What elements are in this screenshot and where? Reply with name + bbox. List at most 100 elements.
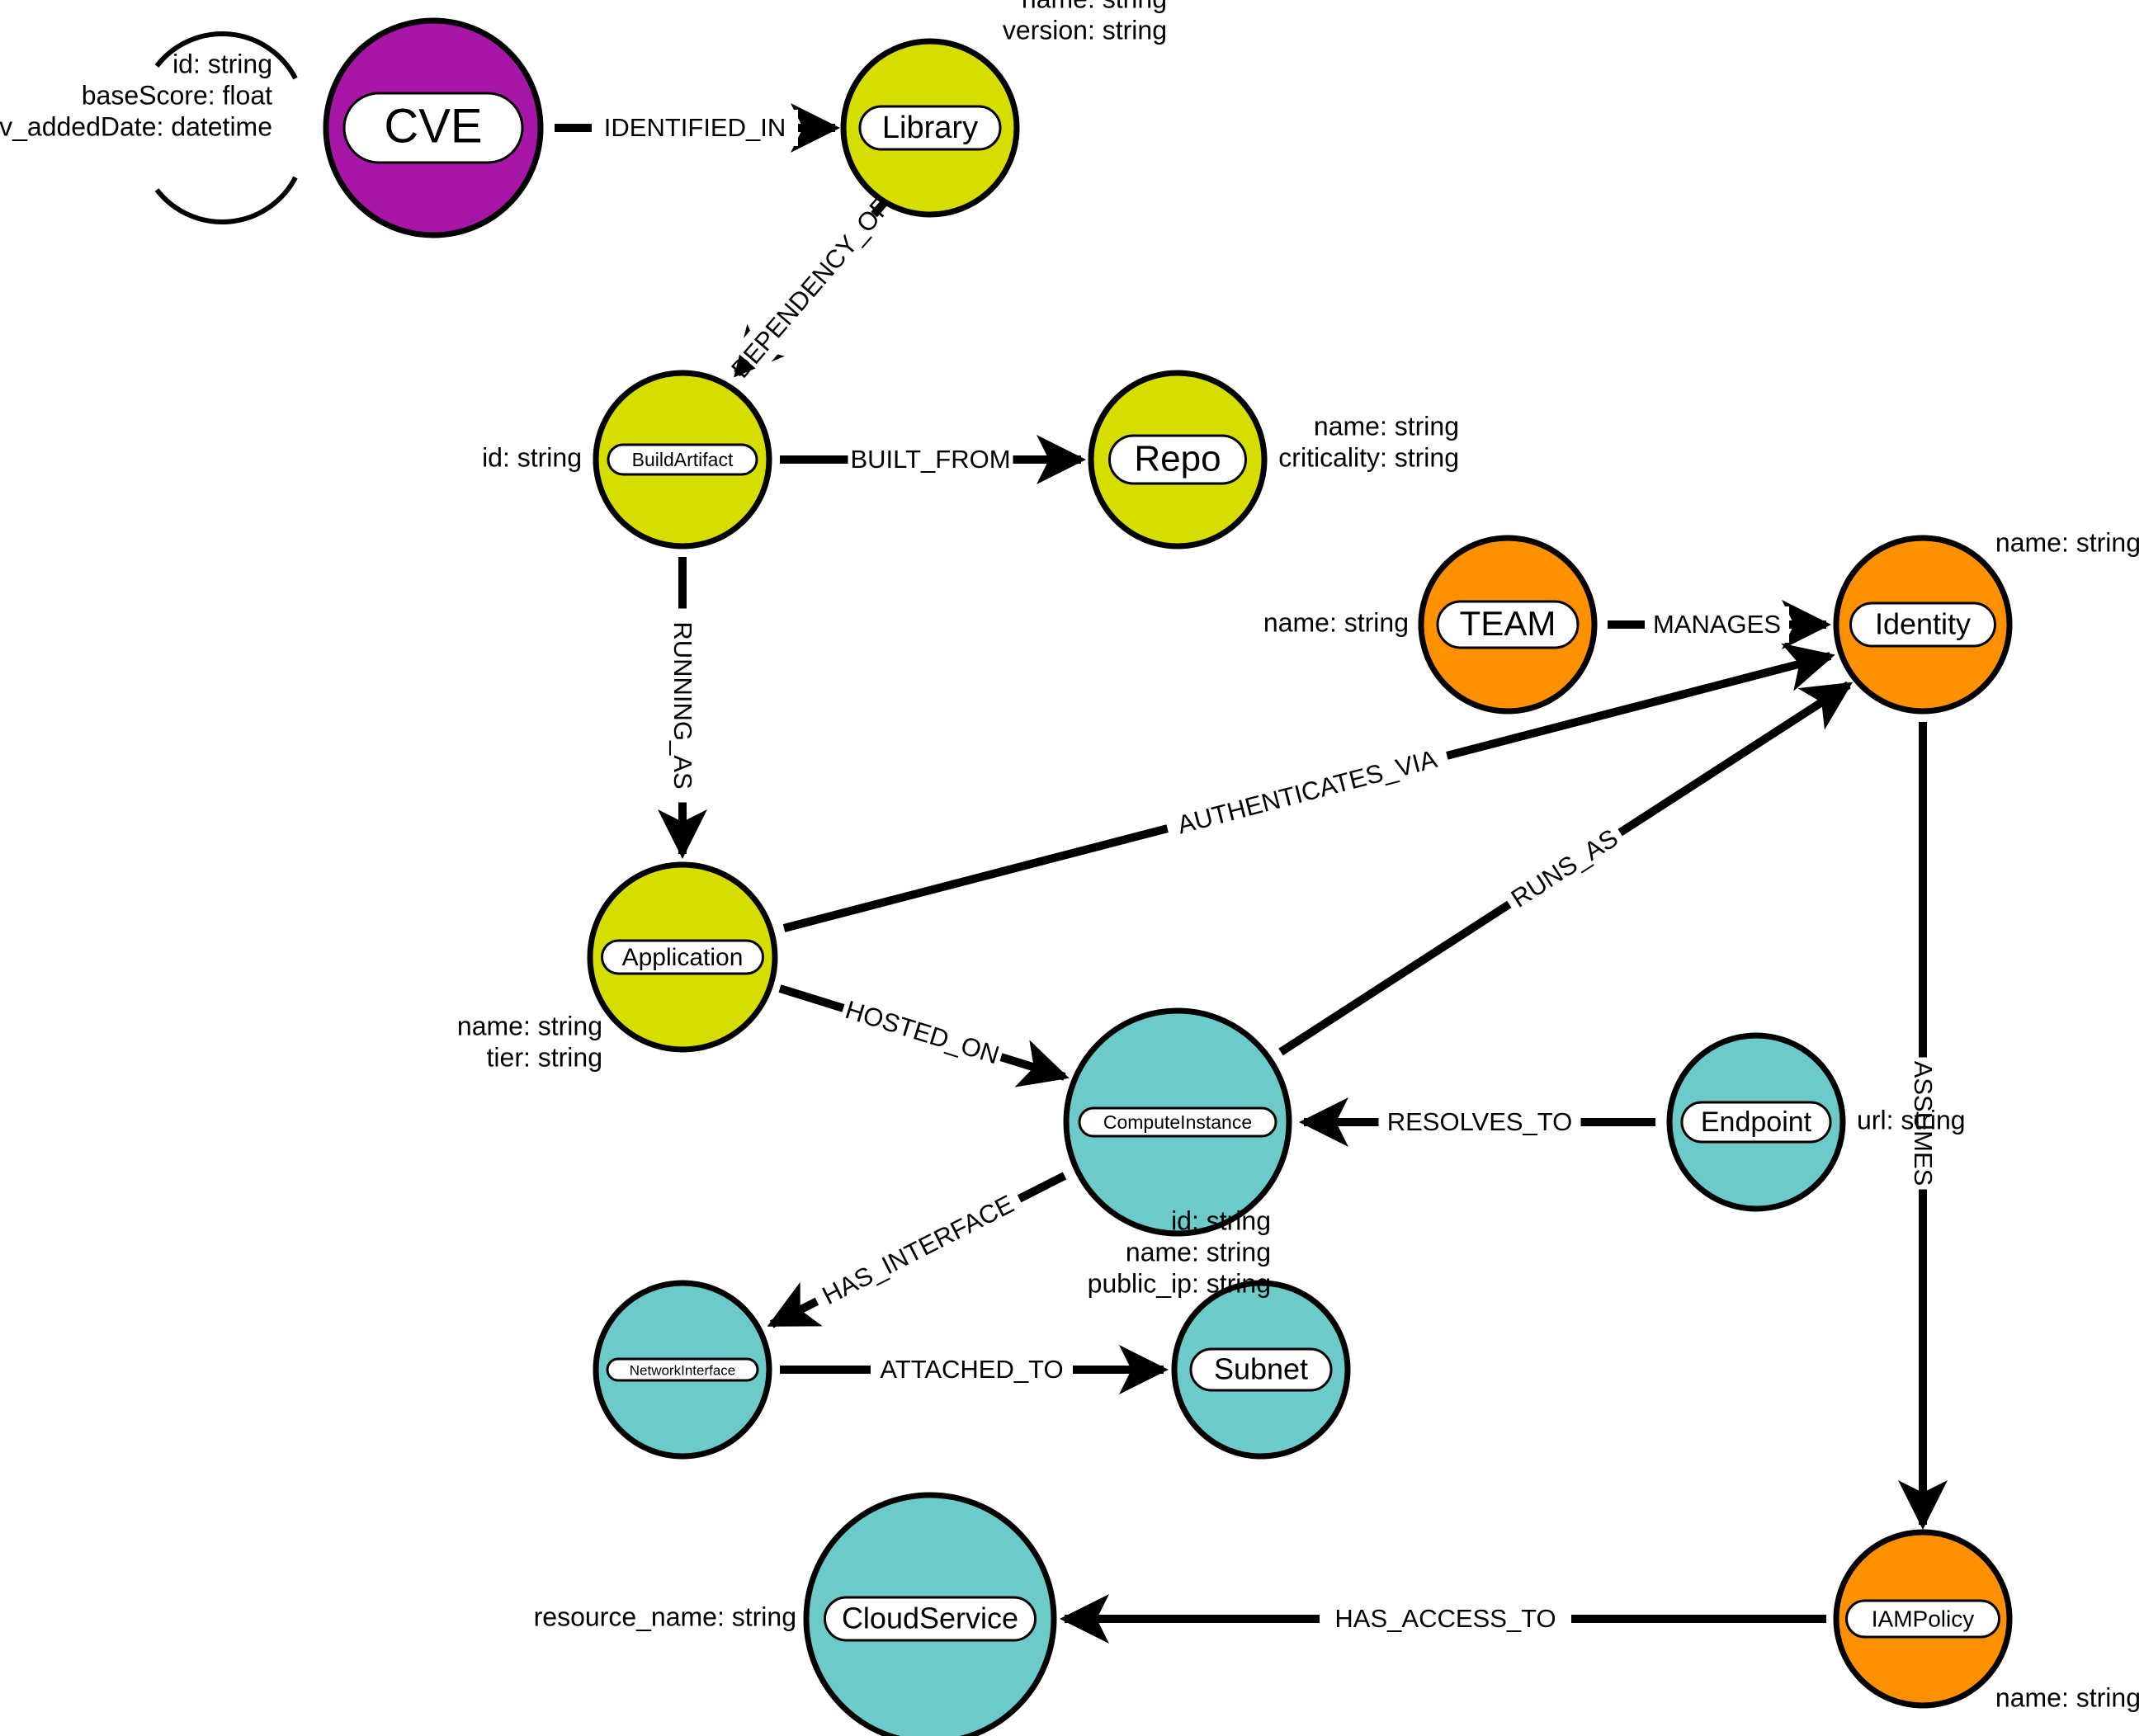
edge-label: IDENTIFIED_IN: [604, 113, 786, 142]
node-identity[interactable]: Identity: [1833, 535, 2013, 715]
properties-library: name: stringversion: string: [1003, 0, 1167, 45]
edge-label-group: AUTHENTICATES_VIA: [1163, 738, 1452, 847]
node-label-pill: [1108, 434, 1247, 485]
node-label-pill: [601, 939, 764, 975]
edge-authenticates_via[interactable]: AUTHENTICATES_VIA: [782, 643, 1835, 932]
edge-label-background: [1499, 817, 1631, 920]
node-property: tier: string: [487, 1042, 602, 1072]
edge-label: AUTHENTICATES_VIA: [1174, 744, 1440, 839]
edge-label-group: RUNNING_AS: [664, 608, 701, 803]
edge-label-group: RESOLVES_TO: [1378, 1104, 1581, 1140]
edge-label-background: [1320, 1601, 1571, 1637]
node-computeinstance[interactable]: ComputeInstance: [1063, 1007, 1292, 1237]
node-label: NetworkInterface: [630, 1362, 736, 1378]
edge-assumes[interactable]: ASSUMES: [1898, 722, 1948, 1530]
node-subnet[interactable]: Subnet: [1171, 1280, 1351, 1460]
edge-label-group: RUNS_AS: [1499, 817, 1631, 920]
node-library[interactable]: Library: [840, 38, 1020, 218]
node-label-pill: [1849, 601, 1996, 648]
node-property: baseScore: float: [82, 80, 272, 110]
edge-dependency_of[interactable]: DEPENDENCY_OF: [723, 190, 899, 386]
node-property: version: string: [1003, 15, 1167, 45]
node-label: TEAM: [1460, 604, 1556, 643]
node-label-pill: [342, 92, 524, 164]
node-label: Repo: [1134, 439, 1221, 479]
edge-manages[interactable]: MANAGES: [1608, 600, 1831, 649]
edge-label-group: HAS_INTERFACE: [808, 1182, 1028, 1318]
edge-hosted_on[interactable]: HOSTED_ON: [778, 984, 1070, 1087]
node-property: resource_name: string: [534, 1602, 796, 1631]
edge-label-background: [1378, 1104, 1581, 1140]
node-property: name: string: [1314, 411, 1459, 441]
edge-label-background: [734, 202, 888, 374]
properties-identity: name: string: [1995, 527, 2141, 557]
edge-running_as[interactable]: RUNNING_AS: [658, 557, 707, 859]
edge-label-group: ATTACHED_TO: [871, 1352, 1073, 1388]
node-label: ComputeInstance: [1103, 1111, 1252, 1133]
edge-label: RESOLVES_TO: [1387, 1107, 1573, 1136]
edge-label-background: [592, 110, 798, 146]
node-property: name: string: [1126, 1237, 1271, 1267]
node-networkinterface[interactable]: NetworkInterface: [593, 1280, 772, 1460]
node-buildartifact[interactable]: BuildArtifact: [593, 370, 772, 550]
node-property: name: string: [1995, 527, 2141, 557]
node-label: CVE: [384, 99, 482, 153]
edge-label: BUILT_FROM: [850, 445, 1010, 474]
node-label-pill: [858, 105, 1002, 151]
edge-built_from[interactable]: BUILT_FROM: [780, 435, 1086, 484]
edge-has_access_to[interactable]: HAS_ACCESS_TO: [1060, 1594, 1826, 1644]
node-property: name: string: [1263, 607, 1409, 637]
edges-layer: IDENTIFIED_IN DEPENDENCY_OF BUILT_FROM RUNN…: [154, 31, 1948, 1644]
edge-label: DEPENDENCY_OF: [725, 192, 895, 384]
edge-label-background: [871, 1352, 1073, 1388]
node-label-pill: [824, 1596, 1037, 1642]
node-property: kev_addedDate: datetime: [0, 111, 272, 141]
node-iampolicy[interactable]: IAMPolicy: [1833, 1529, 2013, 1709]
edge-identified_in[interactable]: IDENTIFIED_IN: [555, 103, 840, 153]
cve-self-loop: [154, 31, 298, 224]
node-property: url: string: [1857, 1105, 1966, 1135]
node-endpoint[interactable]: Endpoint: [1666, 1032, 1846, 1212]
edge-label-background: [808, 1182, 1028, 1318]
node-label: CloudService: [842, 1602, 1018, 1635]
node-label-pill: [607, 443, 758, 476]
node-repo[interactable]: Repo: [1088, 370, 1268, 550]
node-label-pill: [1189, 1347, 1333, 1392]
node-property: criticality: string: [1278, 442, 1459, 472]
node-label-pill: [1845, 1599, 2000, 1639]
edge-label: ASSUMES: [1909, 1061, 1938, 1186]
node-property: id: string: [172, 49, 272, 78]
edge-label-group: IDENTIFIED_IN: [592, 110, 798, 146]
node-label-pill: [606, 1357, 759, 1382]
edge-label-group: HAS_ACCESS_TO: [1320, 1601, 1571, 1637]
edge-label: ATTACHED_TO: [880, 1355, 1063, 1384]
node-label: Identity: [1875, 607, 1971, 641]
edge-label: HAS_INTERFACE: [818, 1189, 1018, 1310]
node-cloudservice[interactable]: CloudService: [803, 1492, 1057, 1736]
edge-label-group: MANAGES: [1645, 606, 1789, 643]
edge-runs_as[interactable]: RUNS_AS: [1278, 681, 1854, 1056]
node-label: IAMPolicy: [1872, 1606, 1974, 1631]
node-label: Application: [622, 944, 744, 971]
edge-label-group: BUILT_FROM: [848, 441, 1013, 478]
node-application[interactable]: Application: [587, 861, 778, 1053]
node-team[interactable]: TEAM: [1418, 535, 1598, 715]
properties-cloudservice: resource_name: string: [534, 1602, 796, 1631]
node-label: Library: [882, 111, 978, 145]
node-cve[interactable]: CVE: [323, 17, 544, 238]
edge-has_interface[interactable]: HAS_INTERFACE: [767, 1172, 1067, 1328]
edge-resolves_to[interactable]: RESOLVES_TO: [1299, 1097, 1655, 1147]
node-label: Subnet: [1214, 1352, 1308, 1386]
node-property: id: string: [482, 442, 582, 472]
edge-label-background: [848, 441, 1013, 478]
edge-label: MANAGES: [1653, 610, 1781, 639]
edge-label-group: ASSUMES: [1905, 1057, 1941, 1190]
edge-label-group: DEPENDENCY_OF: [725, 192, 895, 384]
edge-label-background: [664, 608, 701, 803]
edge-label-background: [1645, 606, 1789, 643]
edge-attached_to[interactable]: ATTACHED_TO: [780, 1345, 1169, 1394]
